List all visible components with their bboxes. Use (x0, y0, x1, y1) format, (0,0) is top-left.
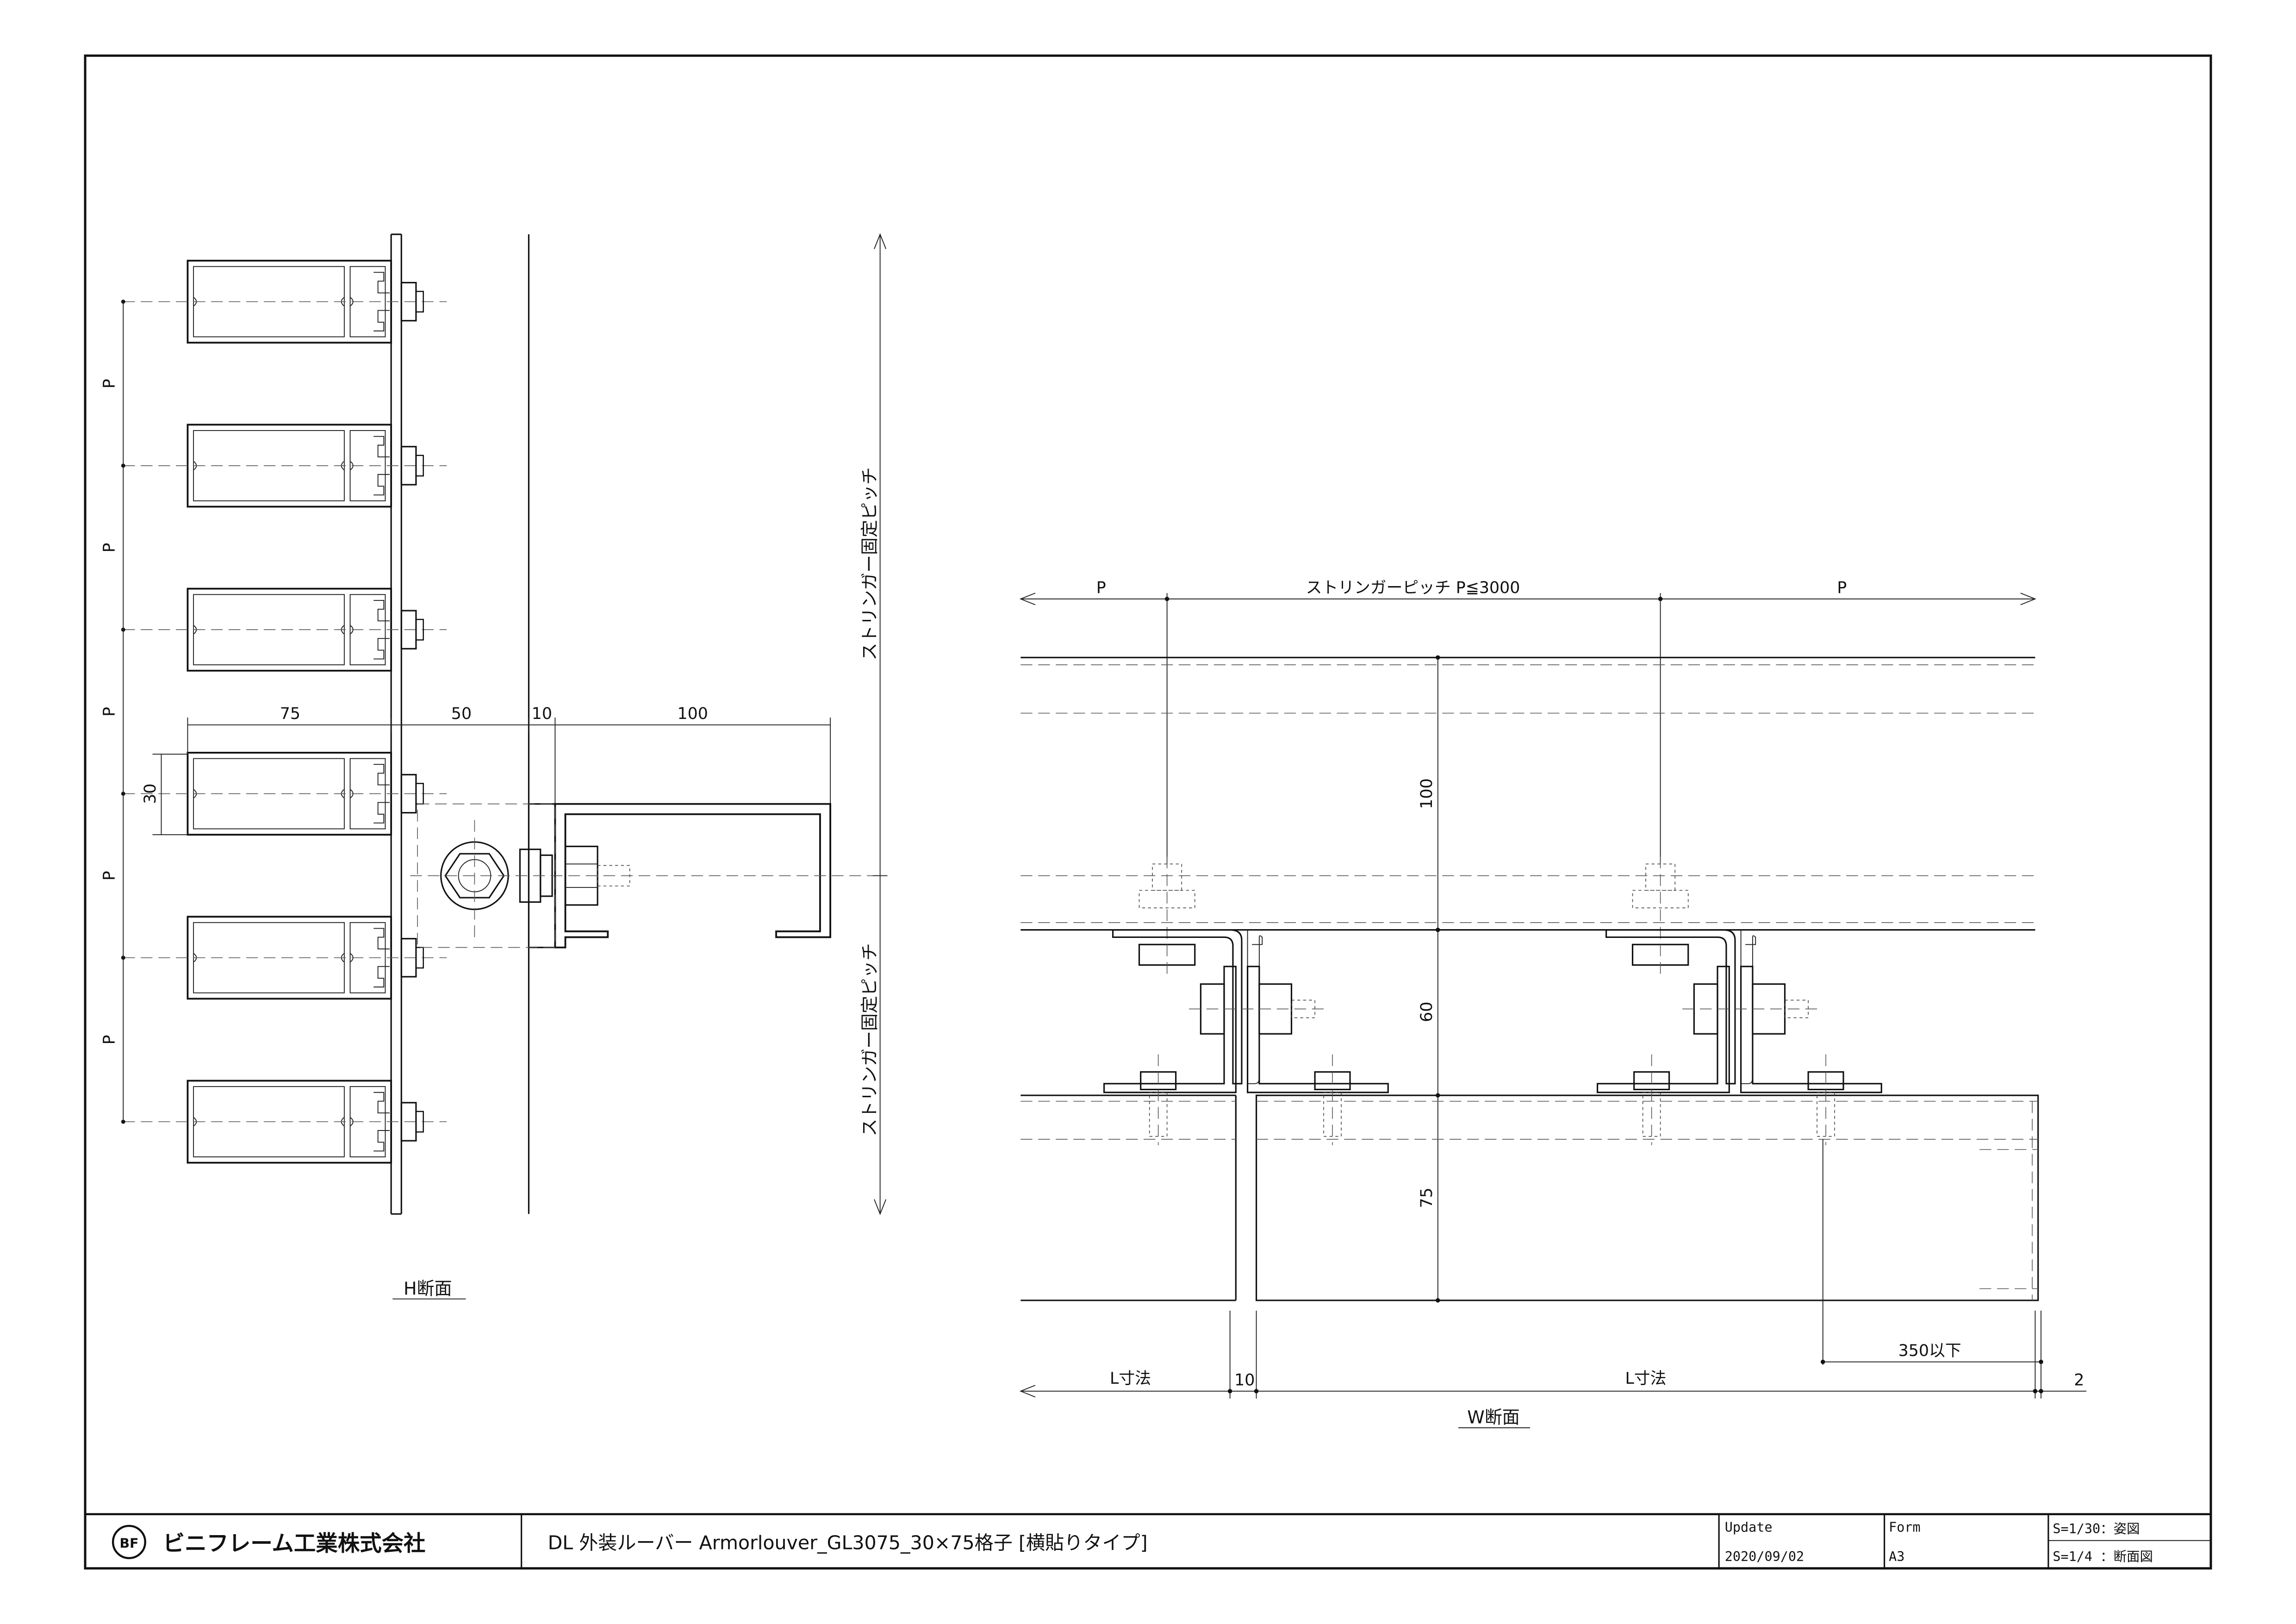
title-block: BF ビニフレーム工業株式会社 DL 外装ルーバー Armorlouver_GL… (85, 1513, 2211, 1568)
w-l-left: L寸法 (1110, 1369, 1151, 1388)
form-value: A3 (1889, 1549, 1904, 1564)
dim-30-label: 30 (141, 783, 160, 804)
company-logo (112, 1524, 146, 1559)
w-section-title: W断面 (1467, 1407, 1519, 1428)
update-label: Update (1725, 1520, 1773, 1535)
h-section-title: H断面 (404, 1278, 452, 1299)
w-top-left-p: P (1096, 579, 1106, 597)
dim-75-label: 75 (280, 705, 300, 723)
w-top-center: ストリンガーピッチ P≦3000 (1306, 579, 1520, 597)
stringer-bracket-assembly (1597, 856, 1882, 1145)
w-bottom-dims: 350以下 L寸法 10 L寸法 2 (1019, 1139, 2087, 1399)
w-dim-2: 2 (2074, 1371, 2084, 1389)
w-l-right: L寸法 (1625, 1369, 1667, 1388)
w-brackets (1103, 856, 1882, 1145)
w-dim-350: 350以下 (1898, 1342, 1961, 1360)
louver-profile (121, 260, 447, 344)
stringer-label-bottom: ストリンガー固定ピッチ (859, 943, 880, 1136)
w-dim-10: 10 (1234, 1371, 1255, 1389)
sheet-border (84, 54, 2212, 1570)
w-dim-60: 60 (1418, 1002, 1436, 1022)
w-top-right-p: P (1837, 579, 1847, 597)
stringer-bracket-assembly (1103, 856, 1389, 1145)
w-dim-100: 100 (1418, 778, 1436, 809)
w-section-drawing: 100 60 75 (1019, 593, 2039, 1303)
h-top-dims: 75 50 10 100 (187, 705, 831, 806)
stringer-pitch-vertical-dim: ストリンガー固定ピッチ ストリンガー固定ピッチ (859, 233, 888, 1215)
louver-profile (121, 587, 447, 672)
pitch-dimension-chain: P P P P P (100, 300, 124, 1122)
scale-1: S=1/30：姿図 (2053, 1521, 2140, 1537)
drawing-title: DL 外装ルーバー Armorlouver_GL3075_30×75格子 [横貼… (548, 1532, 1148, 1554)
dim-10-label: 10 (532, 705, 552, 723)
pitch-label: P (100, 543, 118, 553)
company-name: ビニフレーム工業株式会社 (163, 1531, 426, 1556)
stringer-label-top: ストリンガー固定ピッチ (859, 467, 880, 660)
louver-profiles (121, 260, 447, 1164)
louver-profile (121, 424, 447, 508)
pitch-label: P (100, 707, 118, 717)
update-value: 2020/09/02 (1725, 1549, 1804, 1564)
pitch-label: P (100, 1035, 118, 1044)
louver-profile (121, 916, 447, 1000)
form-label: Form (1889, 1520, 1921, 1535)
logo-text: BF (119, 1536, 138, 1551)
dim-30: 30 (141, 754, 188, 835)
dim-50-label: 50 (451, 705, 472, 723)
louver-profile (121, 751, 447, 836)
dim-100-label: 100 (678, 705, 708, 723)
louver-profile (121, 1080, 447, 1164)
scale-2: S=1/4 ：断面図 (2053, 1549, 2153, 1564)
stringer-channel (410, 803, 886, 949)
h-section-drawing (390, 233, 530, 1215)
pitch-label: P (100, 379, 118, 388)
pitch-label: P (100, 871, 118, 881)
w-dim-75: 75 (1418, 1187, 1436, 1208)
